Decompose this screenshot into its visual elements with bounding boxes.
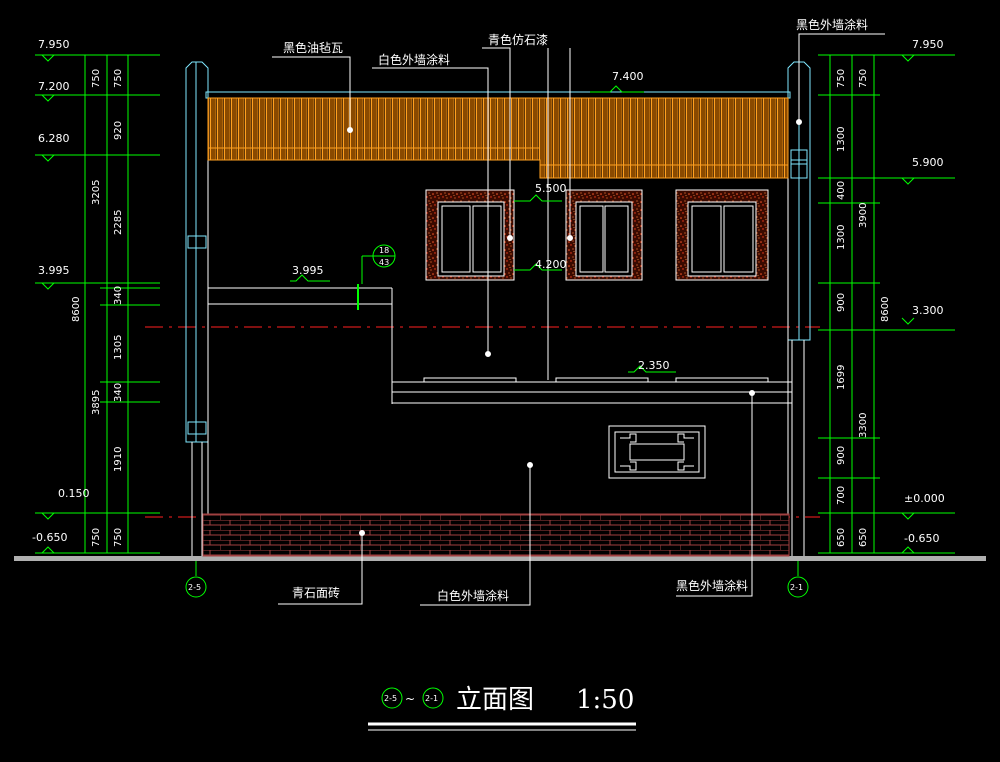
dim-right-mid-1: 3900	[858, 203, 869, 228]
beam-3995	[208, 284, 393, 404]
brick-plinth	[202, 513, 790, 557]
elev-left-7200: 7.200	[38, 80, 70, 93]
note-stone-paint: 青色仿石漆	[488, 33, 548, 47]
elev-inner-3995: 3.995	[292, 264, 324, 277]
dim-right-outer-0: 8600	[880, 297, 891, 322]
window-left	[425, 189, 515, 281]
elev-inner-4200: 4.200	[535, 258, 567, 271]
elev-left-0150: 0.150	[58, 487, 90, 500]
dim-right-inner-2: 400	[836, 181, 847, 200]
dim-right-inner-4: 900	[836, 293, 847, 312]
elev-inner-5500: 5.500	[535, 182, 567, 195]
note-black-coating-bottom: 黑色外墙涂料	[676, 578, 748, 593]
dim-left-inner-2: 2285	[113, 210, 124, 235]
note-roof-tile: 黑色油毡瓦	[283, 41, 343, 55]
roof-tiles	[205, 91, 791, 179]
dim-left-inner-5: 340	[113, 383, 124, 402]
title-axis-from: 2-5	[384, 694, 397, 703]
note-white-coating-top: 白色外墙涂料	[378, 52, 450, 67]
dim-left-inner-4: 1305	[113, 335, 124, 360]
dim-left-inner-6: 1910	[113, 447, 124, 472]
dim-left-outer-1: 3205	[91, 180, 102, 205]
drawing-title: 2-5 ~ 2-1 立面图 1:50	[368, 685, 636, 731]
dim-left-inner-3: 340	[113, 286, 124, 305]
dim-right-mid-0: 750	[858, 69, 869, 88]
elev-right-minus0650: -0.650	[904, 532, 939, 545]
elev-left-3995: 3.995	[38, 264, 70, 277]
detail-mark-top: 18	[379, 246, 389, 255]
elev-right-0000: ±0.000	[904, 492, 945, 505]
axis-left-label: 2-5	[188, 583, 201, 592]
canopy-2350	[392, 377, 792, 404]
dim-left-inner-0: 750	[113, 69, 124, 88]
axis-right-label: 2-1	[790, 583, 803, 592]
building-outline	[207, 160, 789, 556]
dim-left-inner-7: 750	[113, 528, 124, 547]
elev-right-5900: 5.900	[912, 156, 944, 169]
dim-right-inner-0: 750	[836, 69, 847, 88]
dim-left-outer-4: 750	[91, 528, 102, 547]
dim-right-inner-6: 900	[836, 446, 847, 465]
lattice-window	[608, 425, 706, 479]
ground-line	[14, 556, 986, 561]
dim-right-mid-2: 3300	[858, 413, 869, 438]
elev-inner-2350: 2.350	[638, 359, 670, 372]
dim-right-inner-1: 1300	[836, 127, 847, 152]
window-right	[675, 189, 769, 281]
right-elevation-markers	[901, 54, 915, 554]
dim-left-outer-2: 8600	[71, 297, 82, 322]
dim-right-inner-7: 700	[836, 486, 847, 505]
right-dimension-lines	[818, 54, 955, 554]
window-middle	[565, 189, 643, 281]
note-white-coating-bottom: 白色外墙涂料	[437, 588, 509, 603]
dim-left-outer-3: 3895	[91, 390, 102, 415]
elev-right-7950: 7.950	[912, 38, 944, 51]
note-black-coating-top: 黑色外墙涂料	[796, 17, 868, 32]
elev-left-6280: 6.280	[38, 132, 70, 145]
title-scale: 1:50	[576, 685, 634, 715]
leader-lines	[272, 33, 885, 606]
dim-right-inner-8: 650	[836, 528, 847, 547]
elev-left-minus0650: -0.650	[32, 531, 67, 544]
dim-right-mid-3: 650	[858, 528, 869, 547]
left-elevation-markers	[41, 54, 55, 554]
title-tilde: ~	[405, 692, 415, 706]
title-axis-to: 2-1	[425, 694, 438, 703]
axis-bubble-left: 2-5	[185, 561, 207, 598]
right-pilaster	[787, 61, 811, 556]
title-name: 立面图	[456, 685, 534, 715]
dim-left-inner-1: 920	[113, 121, 124, 140]
detail-index-mark: 18 43	[361, 244, 396, 284]
inner-elevation-markers	[290, 85, 676, 373]
note-stone-brick: 青石面砖	[292, 585, 340, 600]
elev-right-3300: 3.300	[912, 304, 944, 317]
axis-bubble-right: 2-1	[787, 561, 809, 598]
left-dimension-lines	[35, 54, 160, 554]
elev-left-7950: 7.950	[38, 38, 70, 51]
elev-inner-7400: 7.400	[612, 70, 644, 83]
detail-mark-bottom: 43	[379, 258, 389, 267]
dim-right-inner-3: 1300	[836, 225, 847, 250]
dim-right-inner-5: 1699	[836, 365, 847, 390]
dim-left-outer-0: 750	[91, 69, 102, 88]
left-pilaster	[185, 61, 209, 556]
